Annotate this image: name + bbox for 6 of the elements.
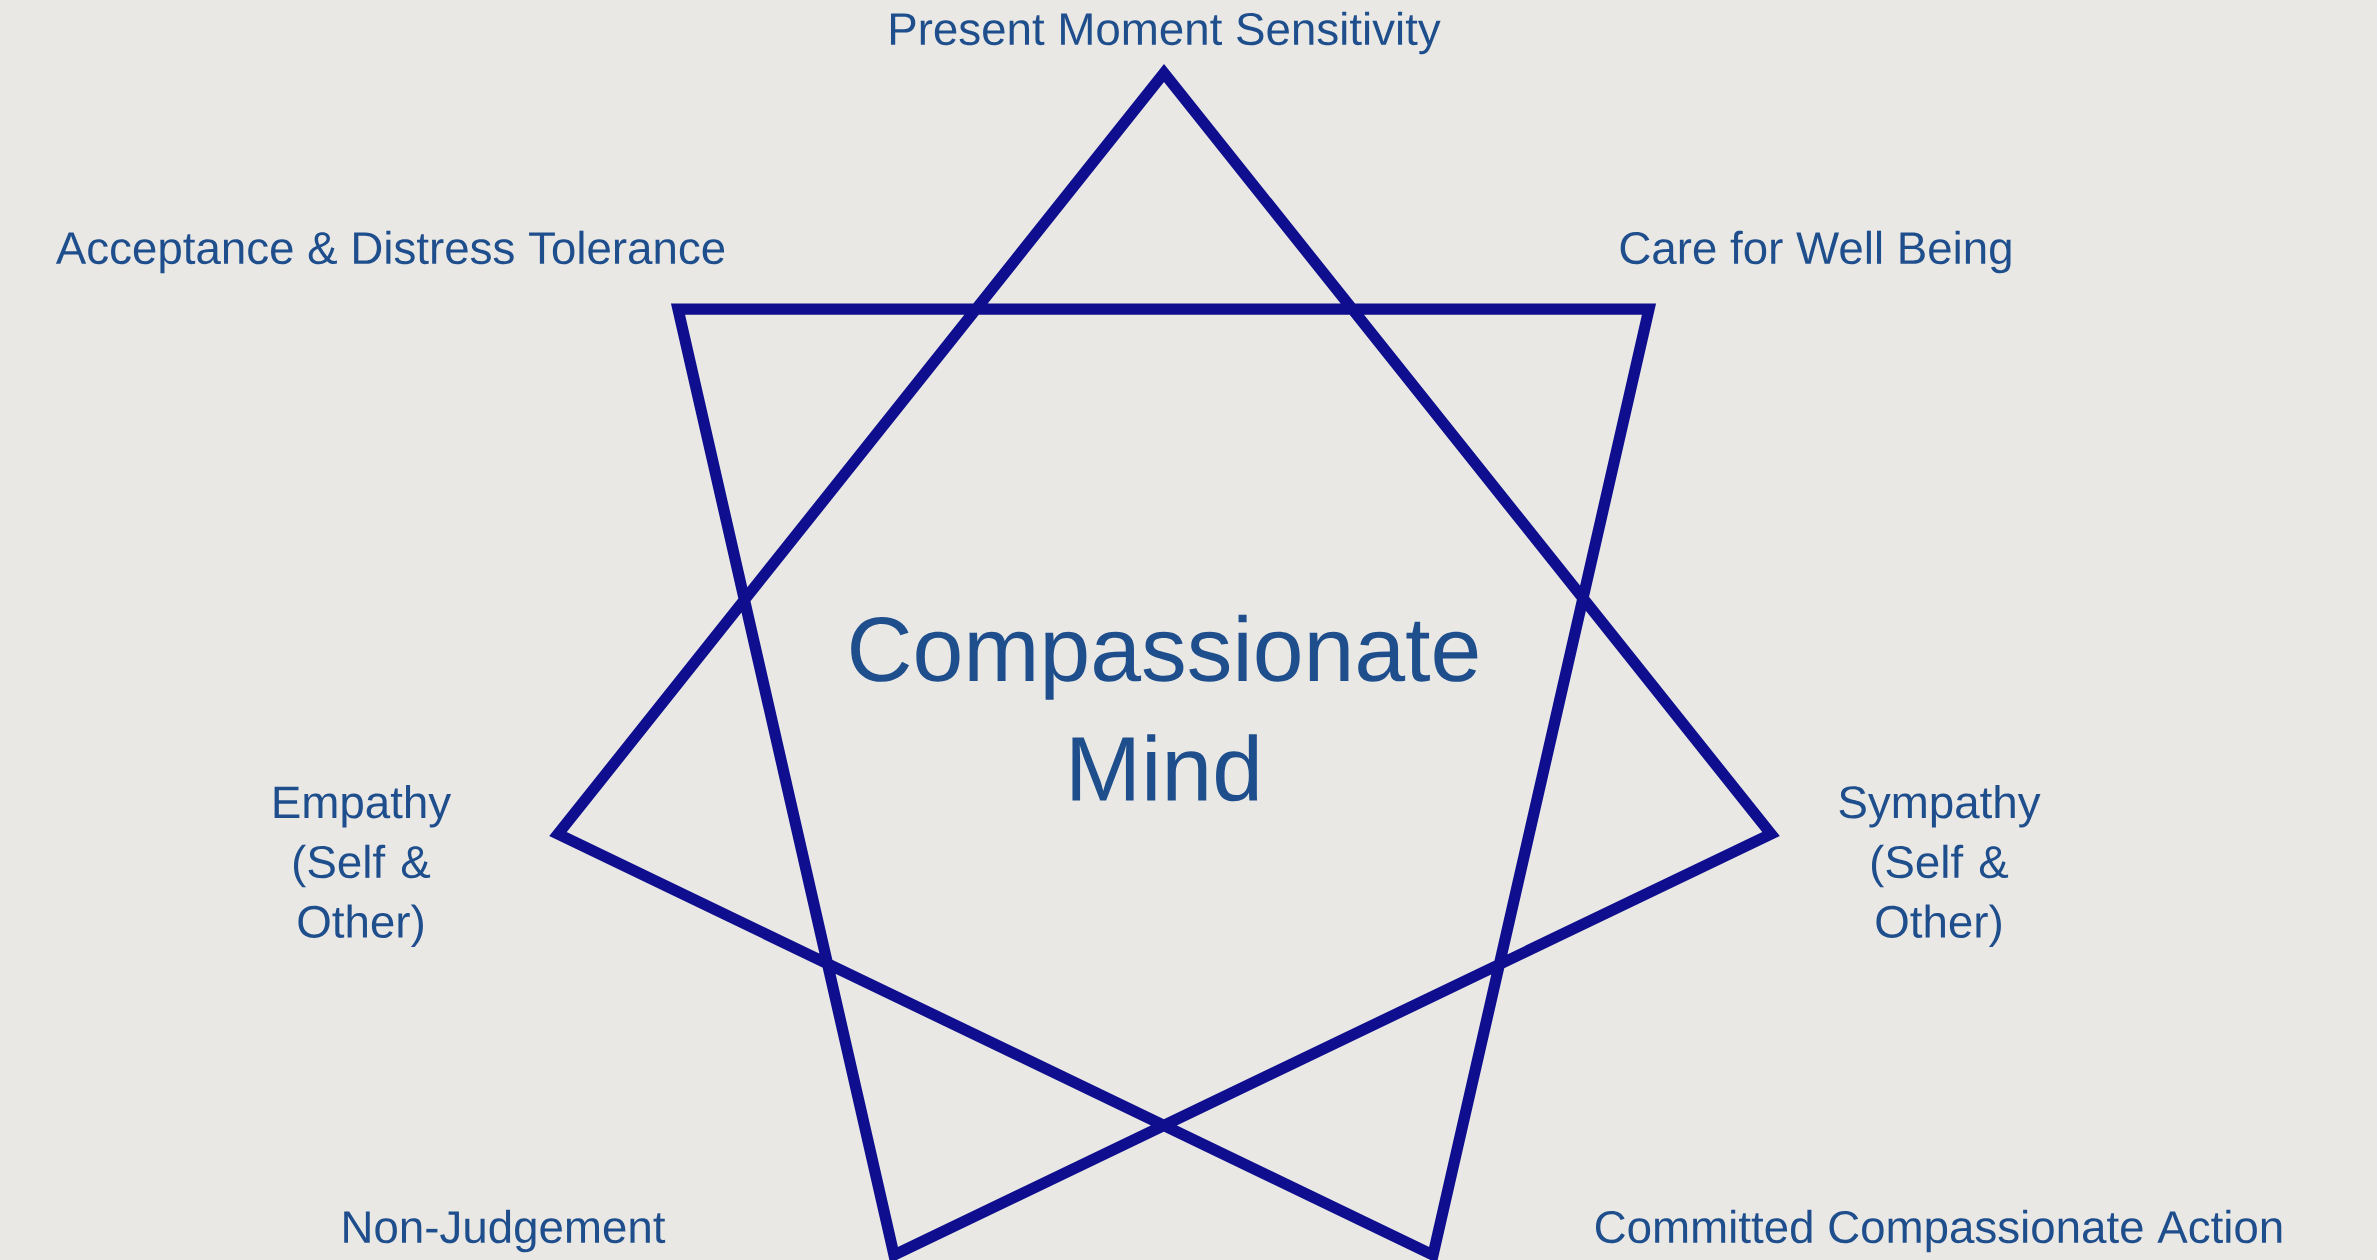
vertex-label: Sympathy (Self & Other) bbox=[1839, 784, 2041, 948]
vertex-label: Non-Judgement bbox=[344, 1209, 666, 1253]
vertex-label: Acceptance & Distress Tolerance bbox=[55, 230, 725, 274]
vertex-label: Care for Well Being bbox=[1620, 230, 2011, 274]
vertex-label: Committed Compassionate Action bbox=[1595, 1209, 2282, 1253]
vertex-label: Empathy (Self & Other) bbox=[274, 784, 452, 948]
